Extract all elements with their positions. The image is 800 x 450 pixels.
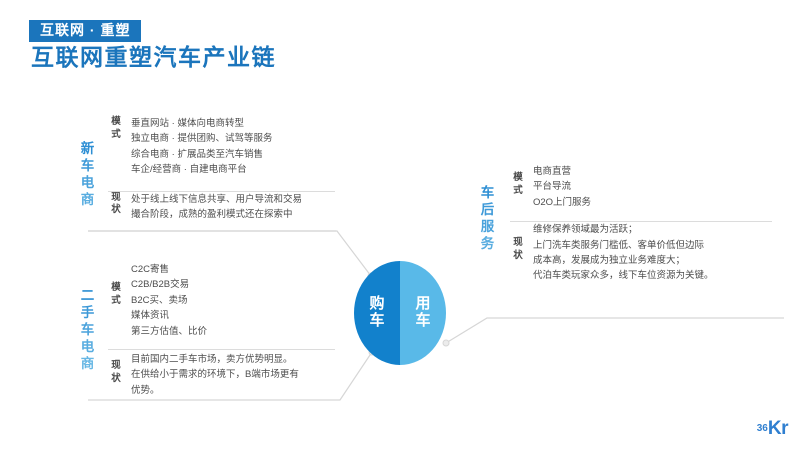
vlabel-char: 车 <box>80 322 95 337</box>
vlabel-char: 商 <box>80 356 95 371</box>
row-tag-mode: 模 式 <box>108 116 124 141</box>
hub-half-use <box>400 261 446 365</box>
vlabel-char: 新 <box>80 141 95 156</box>
text-line: 成本高，发展成为独立业务难度大； <box>533 254 686 266</box>
row-tag-mode: 模 式 <box>510 164 526 197</box>
divider-used-car <box>108 349 335 350</box>
vlabel-char: 商 <box>80 192 95 207</box>
hub-label-buy: 购 车 <box>354 295 400 330</box>
row-new-car-status: 现 状 处于线上线下信息共享、用户导流和交易 撮合阶段，成熟的盈利模式还在探索中 <box>108 192 302 223</box>
center-hub: 购 车 用 车 <box>354 261 446 365</box>
text-line: 独立电商 · 提供团购、试驾等服务 <box>131 133 273 145</box>
row-tag-char: 式 <box>111 128 121 140</box>
row-tag-char: 模 <box>111 116 121 127</box>
text-line: 撮合阶段，成熟的盈利模式还在探索中 <box>131 208 293 220</box>
row-after-service-status: 现 状 维修保养领域最为活跃； 上门洗车类服务门槛低、客单价低但边际 成本高，发… <box>510 222 714 284</box>
logo-number: 36 <box>756 423 768 434</box>
text-line: 垂直网站 · 媒体向电商转型 <box>131 118 244 129</box>
page-title: 互联网重塑汽车产业链 <box>31 44 276 70</box>
row-tag-char: 现 <box>513 237 523 249</box>
vlabel-char: 二 <box>80 288 95 303</box>
row-tag-status: 现 状 <box>108 352 124 385</box>
row-tag-char: 模 <box>513 172 523 183</box>
row-tag-char: 状 <box>111 372 121 384</box>
row-tag-char: 现 <box>111 359 121 371</box>
row-tag-status: 现 状 <box>510 222 526 262</box>
row-body-status: 维修保养领域最为活跃； 上门洗车类服务门槛低、客单价低但边际 成本高，发展成为独… <box>533 222 714 284</box>
text-line: O2O上门服务 <box>533 196 592 208</box>
hub-label-buy-char2: 车 <box>369 312 385 329</box>
brand-logo: 36 Kr <box>756 418 789 439</box>
row-body-mode: 垂直网站 · 媒体向电商转型 独立电商 · 提供团购、试驾等服务 综合电商 · … <box>131 116 272 178</box>
row-body-mode: 电商直营 平台导流 O2O上门服务 <box>533 164 591 210</box>
block-after-service-label: 车 后 服 务 <box>479 184 496 252</box>
text-line: 维修保养领域最为活跃； <box>533 224 638 236</box>
text-line: 在供给小于需求的环境下，B端市场更有 <box>131 369 299 381</box>
vlabel-char: 服 <box>480 219 495 234</box>
hub-half-buy <box>354 261 400 365</box>
vlabel-char: 电 <box>80 339 95 354</box>
text-line: 平台导流 <box>533 181 572 193</box>
hub-label-use-char2: 车 <box>415 312 431 329</box>
text-line: 车企/经营商 · 自建电商平台 <box>131 164 247 176</box>
text-line: C2C寄售 <box>131 264 170 275</box>
row-after-service-mode: 模 式 电商直营 平台导流 O2O上门服务 <box>510 164 714 210</box>
vlabel-char: 务 <box>480 236 495 251</box>
row-tag-char: 现 <box>111 191 121 203</box>
text-line: 电商直营 <box>533 166 572 177</box>
divider-after-service <box>510 221 772 222</box>
text-line: 上门洗车类服务门槛低、客单价低但边际 <box>533 239 705 251</box>
logo-name: Kr <box>767 418 789 439</box>
row-tag-char: 状 <box>111 204 121 216</box>
header-banner: 互联网 · 重塑 <box>29 20 142 43</box>
row-new-car-mode: 模 式 垂直网站 · 媒体向电商转型 独立电商 · 提供团购、试驾等服务 综合电… <box>108 116 302 178</box>
vlabel-char: 后 <box>480 202 495 217</box>
row-tag-char: 状 <box>513 249 523 261</box>
text-line: 优势。 <box>131 384 160 396</box>
text-line: 处于线上线下信息共享、用户导流和交易 <box>131 193 303 205</box>
vlabel-char: 电 <box>80 175 95 190</box>
block-used-car-label: 二 手 车 电 商 <box>79 287 96 372</box>
hub-label-buy-char1: 购 <box>369 295 385 313</box>
text-line: 媒体资讯 <box>131 310 170 322</box>
row-tag-mode: 模 式 <box>108 262 124 307</box>
divider-new-car <box>108 191 335 192</box>
row-tag-char: 式 <box>111 294 121 306</box>
row-tag-char: 式 <box>513 184 523 196</box>
row-tag-status: 现 状 <box>108 192 124 217</box>
text-line: 综合电商 · 扩展品类至汽车销售 <box>131 148 263 160</box>
block-new-car-label: 新 车 电 商 <box>79 140 96 208</box>
row-used-car-status: 现 状 目前国内二手车市场，卖方优势明显。 在供给小于需求的环境下，B端市场更有… <box>108 352 299 398</box>
row-tag-char: 模 <box>111 282 121 293</box>
row-body-mode: C2C寄售 C2B/B2B交易 B2C买、卖场 媒体资讯 第三方估值、比价 <box>131 262 207 339</box>
row-used-car-mode: 模 式 C2C寄售 C2B/B2B交易 B2C买、卖场 媒体资讯 第三方估值、比… <box>108 262 299 339</box>
vlabel-char: 车 <box>480 185 495 200</box>
vlabel-char: 手 <box>80 305 95 320</box>
text-line: C2B/B2B交易 <box>131 279 190 291</box>
hub-label-use-char1: 用 <box>415 295 431 313</box>
hub-label-use: 用 车 <box>400 295 446 330</box>
text-line: 目前国内二手车市场，卖方优势明显。 <box>131 353 293 365</box>
row-body-status: 目前国内二手车市场，卖方优势明显。 在供给小于需求的环境下，B端市场更有 优势。 <box>131 352 299 398</box>
row-body-status: 处于线上线下信息共享、用户导流和交易 撮合阶段，成熟的盈利模式还在探索中 <box>131 192 302 223</box>
text-line: 第三方估值、比价 <box>131 325 208 337</box>
text-line: B2C买、卖场 <box>131 294 188 306</box>
vlabel-char: 车 <box>80 158 95 173</box>
text-line: 代泊车类玩家众多，线下车位资源为关键。 <box>533 270 714 282</box>
